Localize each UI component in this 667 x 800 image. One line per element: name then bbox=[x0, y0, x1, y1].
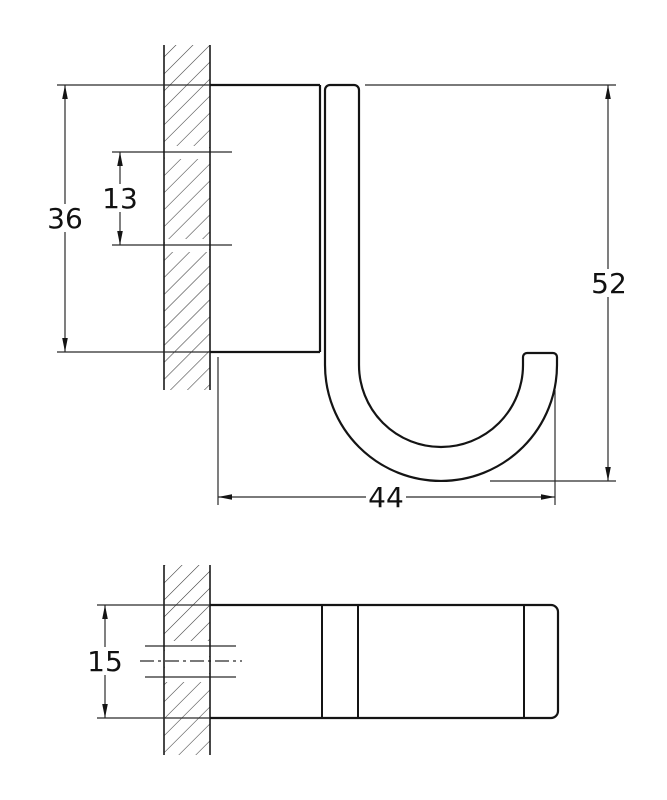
dimension-15: 15 bbox=[85, 605, 125, 718]
dim-label-44: 44 bbox=[368, 481, 404, 514]
hook-plan-outline bbox=[210, 603, 560, 720]
dim-label-15: 15 bbox=[87, 645, 123, 678]
dimension-52: 52 bbox=[589, 85, 629, 481]
plan-view: 15 bbox=[85, 565, 560, 755]
dim-label-36: 36 bbox=[47, 202, 83, 235]
mounting-plate-outline bbox=[210, 83, 322, 354]
dimension-44: 44 bbox=[218, 481, 555, 514]
wall-hatch bbox=[164, 45, 210, 390]
side-view: 36 13 52 44 bbox=[45, 45, 629, 514]
dimension-13: 13 bbox=[100, 152, 140, 245]
hook-outline bbox=[323, 83, 559, 483]
dim-label-13: 13 bbox=[102, 182, 138, 215]
dimension-36: 36 bbox=[45, 85, 85, 352]
dim-label-52: 52 bbox=[591, 267, 627, 300]
